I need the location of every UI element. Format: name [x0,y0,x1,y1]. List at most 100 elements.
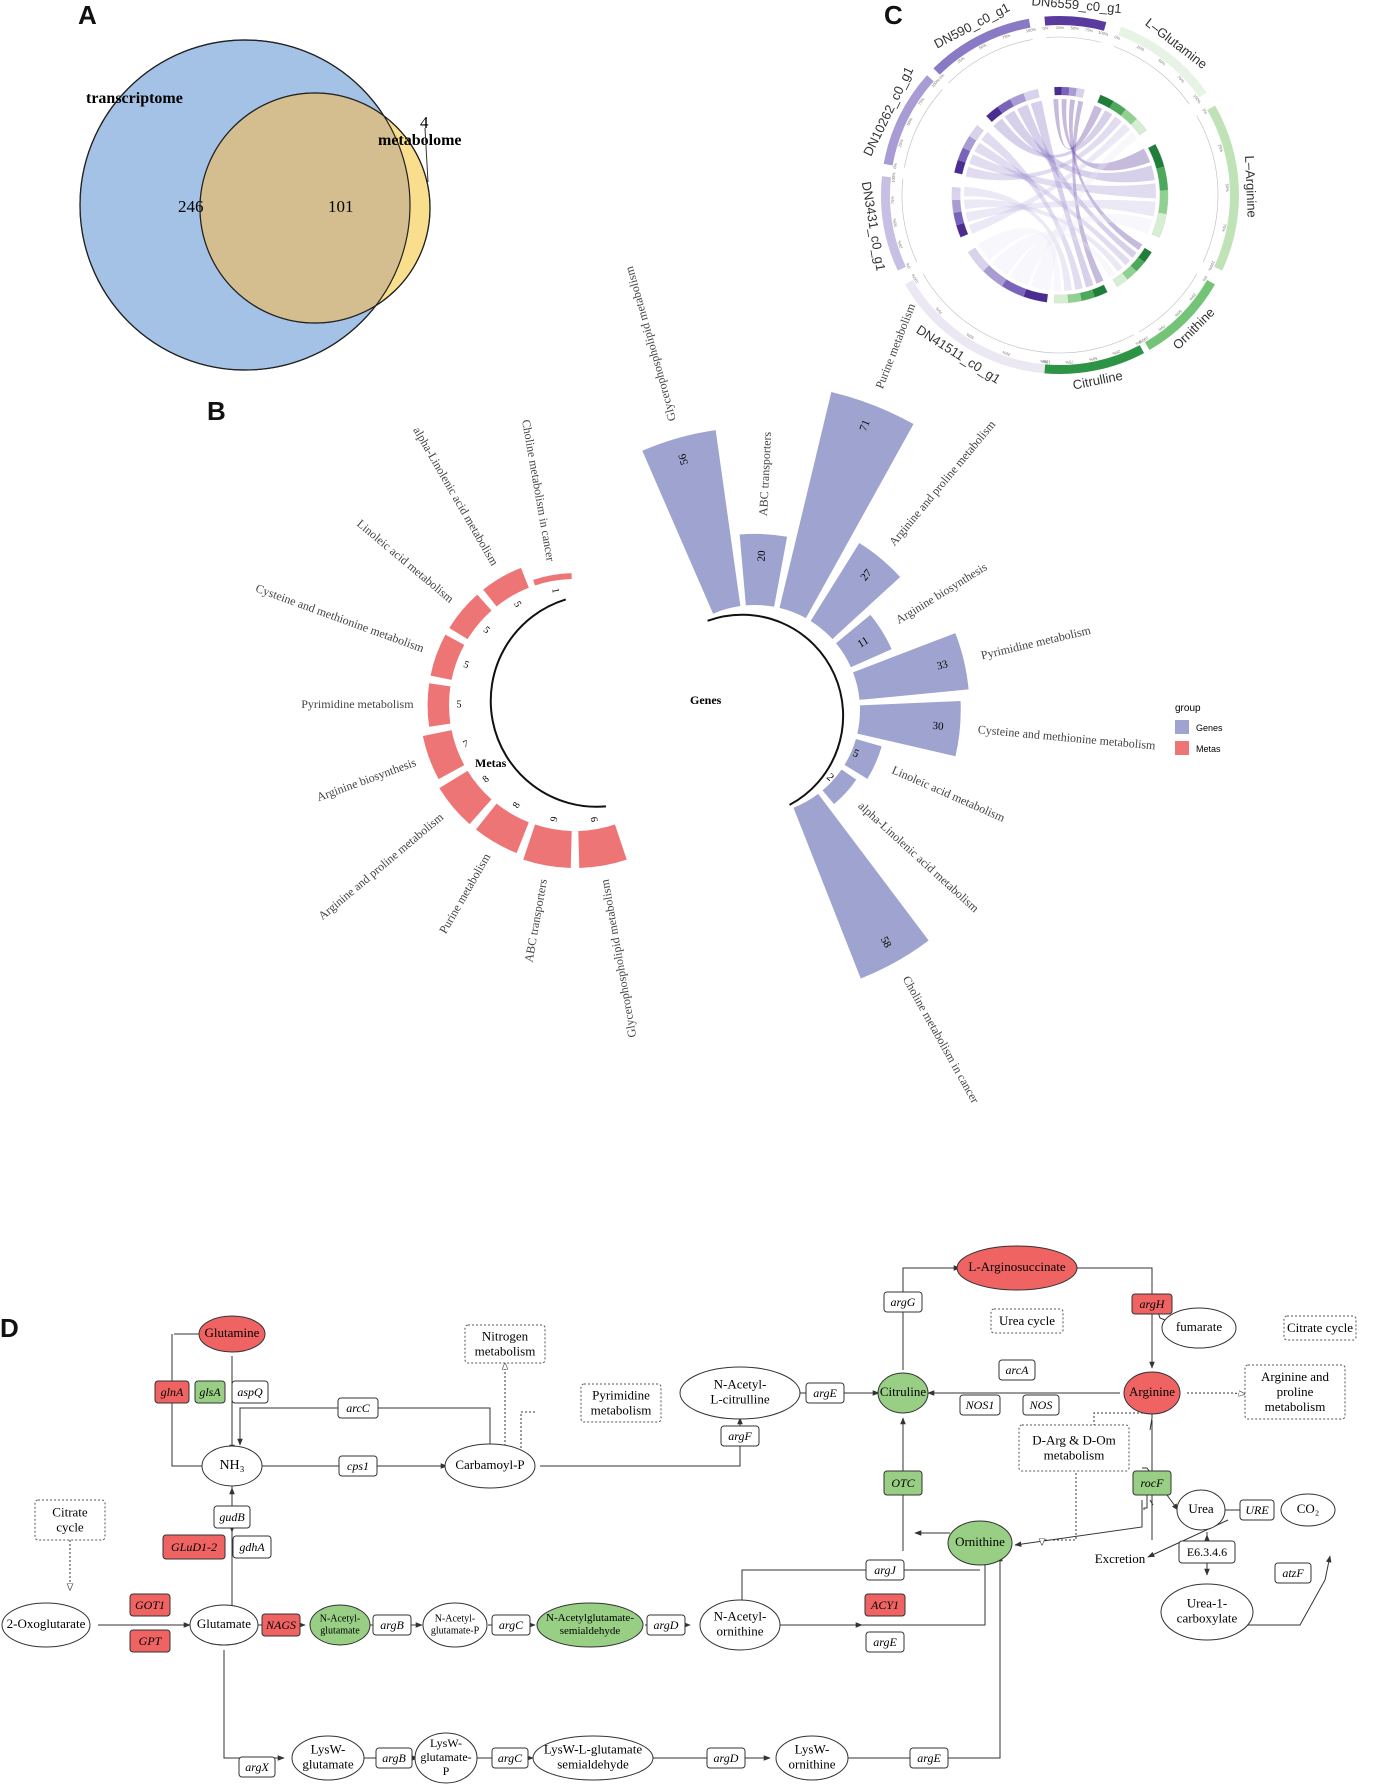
chord-pct-tick: 75% [1065,360,1074,365]
enzyme-arcA [998,1359,1036,1381]
d-arg-d-orn-metabolism-box-label: metabolism [1044,1447,1105,1462]
metas-value-label: 8 [511,800,523,810]
reaction-arrow [223,1650,285,1761]
enzyme-aspQ-label: aspQ [237,1385,263,1399]
n-acetyl-glutamate-node-label: glutamate [320,1625,360,1636]
chord-pct-tick: 25% [1217,144,1224,154]
metas-group-label: Metas [475,756,507,770]
nh3-node [201,1445,263,1487]
chord-pct-tick: 75% [934,306,943,316]
l-arginosuccinate-node-label: L-Arginosuccinate [968,1259,1065,1274]
chord-ribbon [965,199,1156,222]
d-arg-d-orn-metabolism-box-label: D-Arg & D-Om [1032,1432,1116,1447]
chord-ribbon [968,123,1131,235]
chord-outer-dn41511-c0-g1 [904,280,1046,374]
chord-stack-block [1010,93,1027,107]
chord-ribbon [1068,99,1143,251]
genes-category-label: Purine metabolism [872,301,918,391]
citruline-node-label: Citruline [880,1384,926,1399]
chord-stack-block [986,106,1003,122]
pyrimidine-metabolism-box-label: metabolism [591,1402,652,1417]
metas-value-label: 8 [481,774,492,786]
ornithine-node [947,1520,1013,1566]
chord-stack-block [1068,87,1077,97]
panel-a-letter: A [78,0,97,30]
enzyme-argX-label: argX [245,1760,269,1774]
enzyme-E6-3-4-6-label: E6.3.4.6 [1187,1545,1227,1559]
enzyme-arcA-label: arcA [1006,1363,1030,1377]
enzyme-aspQ [231,1380,269,1404]
citruline-node [877,1372,929,1414]
chord-pct-tick: 50% [892,218,898,227]
chord-pct-tick: 0% [1201,107,1208,115]
chord-pct-tick: 50% [905,116,913,126]
reaction-arrow [1074,1267,1155,1369]
genes-bar-arginine-and-proline-metabolism [810,543,901,640]
chord-pct-tick: 75% [1085,27,1094,33]
chord-scale-arc [904,89,943,168]
chord-outer-citrulline [1044,345,1145,374]
metas-bar-cysteine-and-methionine-metabolism [430,634,465,680]
chord-scale-arc [1196,115,1219,262]
lysw-l-glutamate-semialdehyde-node-label: semialdehyde [557,1756,629,1771]
urea-1-carboxylate-node-label: carboxylate [1177,1610,1238,1625]
legend-label-metas: Metas [1196,744,1221,754]
urea-1-carboxylate-node-label: Urea-1- [1187,1595,1227,1610]
genes-bar-cysteine-and-methionine-metabolism [857,701,961,757]
enzyme-OTC-label: OTC [891,1476,915,1490]
enzyme-argJ [865,1559,905,1581]
pyrimidine-metabolism-box-label: Pyrimidine [592,1387,650,1402]
fumarate-node-label: fumarate [1176,1319,1222,1334]
citrate-cycle-right-box [1283,1315,1357,1341]
genes-category-label: Pyrimidine metabolism [980,623,1093,663]
carbamoyl-p-node [444,1443,536,1489]
metas-category-label: Arginine biosynthesis [315,755,419,804]
chord-scale-arc [1046,334,1135,354]
chord-ribbon [965,116,1122,181]
enzyme-GLuD1-2-label: GLuD1-2 [171,1540,217,1554]
chord-outer-dn6559-c0-g1 [1044,16,1107,31]
enzyme-argJ-label: argJ [874,1563,896,1577]
enzyme-GOT1-label: GOT1 [135,1598,165,1612]
genes-category-label: Choline metabolism in cancer [900,973,982,1105]
metas-bar-arginine-biosynthesis [422,730,465,780]
enzyme-GPT-label: GPT [139,1634,163,1648]
chord-pct-tick: 25% [896,240,903,250]
metas-bar-linoleic-acid-metabolism [449,594,492,640]
chord-stack-block [1092,284,1108,298]
enzyme-E6-3-4-6 [1178,1540,1236,1564]
enzyme-NAGS [261,1613,301,1637]
reaction-arrow [825,1554,1003,1759]
citrate-cycle-left-box [34,1499,106,1541]
chord-scale-arc [1113,46,1190,105]
2-oxoglutarate-node [1,1602,91,1648]
chord-pct-tick: 50% [1225,184,1230,193]
n-acetyl-l-citrulline-node-label: N-Acetyl- [714,1376,767,1391]
pathway-link-dashed [520,1411,535,1448]
genes-value-label: 33 [936,658,950,672]
chord-stack-block [1075,88,1085,98]
chord-stack-block [956,222,968,238]
chord-pct-tick: 0% [1201,275,1208,283]
n-acetyl-glutamate-p-node-label: glutamate-P [431,1625,480,1636]
n-acetyl-ornithine-node-label: ornithine [717,1623,764,1638]
chord-stack-block [968,247,989,272]
urea-node [1176,1489,1226,1531]
reaction-arrow [776,1557,988,1626]
enzyme-glsA-label: glsA [199,1385,221,1399]
n-acetyl-ornithine-node [699,1599,781,1651]
venn-intersection [200,93,410,323]
chord-ribbon [977,227,1062,292]
lysw-glutamate-p-node-label: P [443,1764,450,1778]
lysw-l-glutamate-semialdehyde-node-label: LysW-L-glutamate [544,1741,642,1756]
chord-pct-tick: 50% [1157,58,1167,67]
genes-value-label: 56 [676,452,691,466]
enzyme-OTC [883,1470,923,1496]
enzyme-argE-bottom-label: argE [917,1751,941,1765]
chord-stack-block [957,147,971,163]
panel-d-letter: D [0,1313,19,1343]
enzyme-atzF-label: atzF [1282,1566,1304,1580]
enzyme-ACY1-label: ACY1 [870,1598,899,1612]
legend-swatch-genes [1175,720,1189,734]
